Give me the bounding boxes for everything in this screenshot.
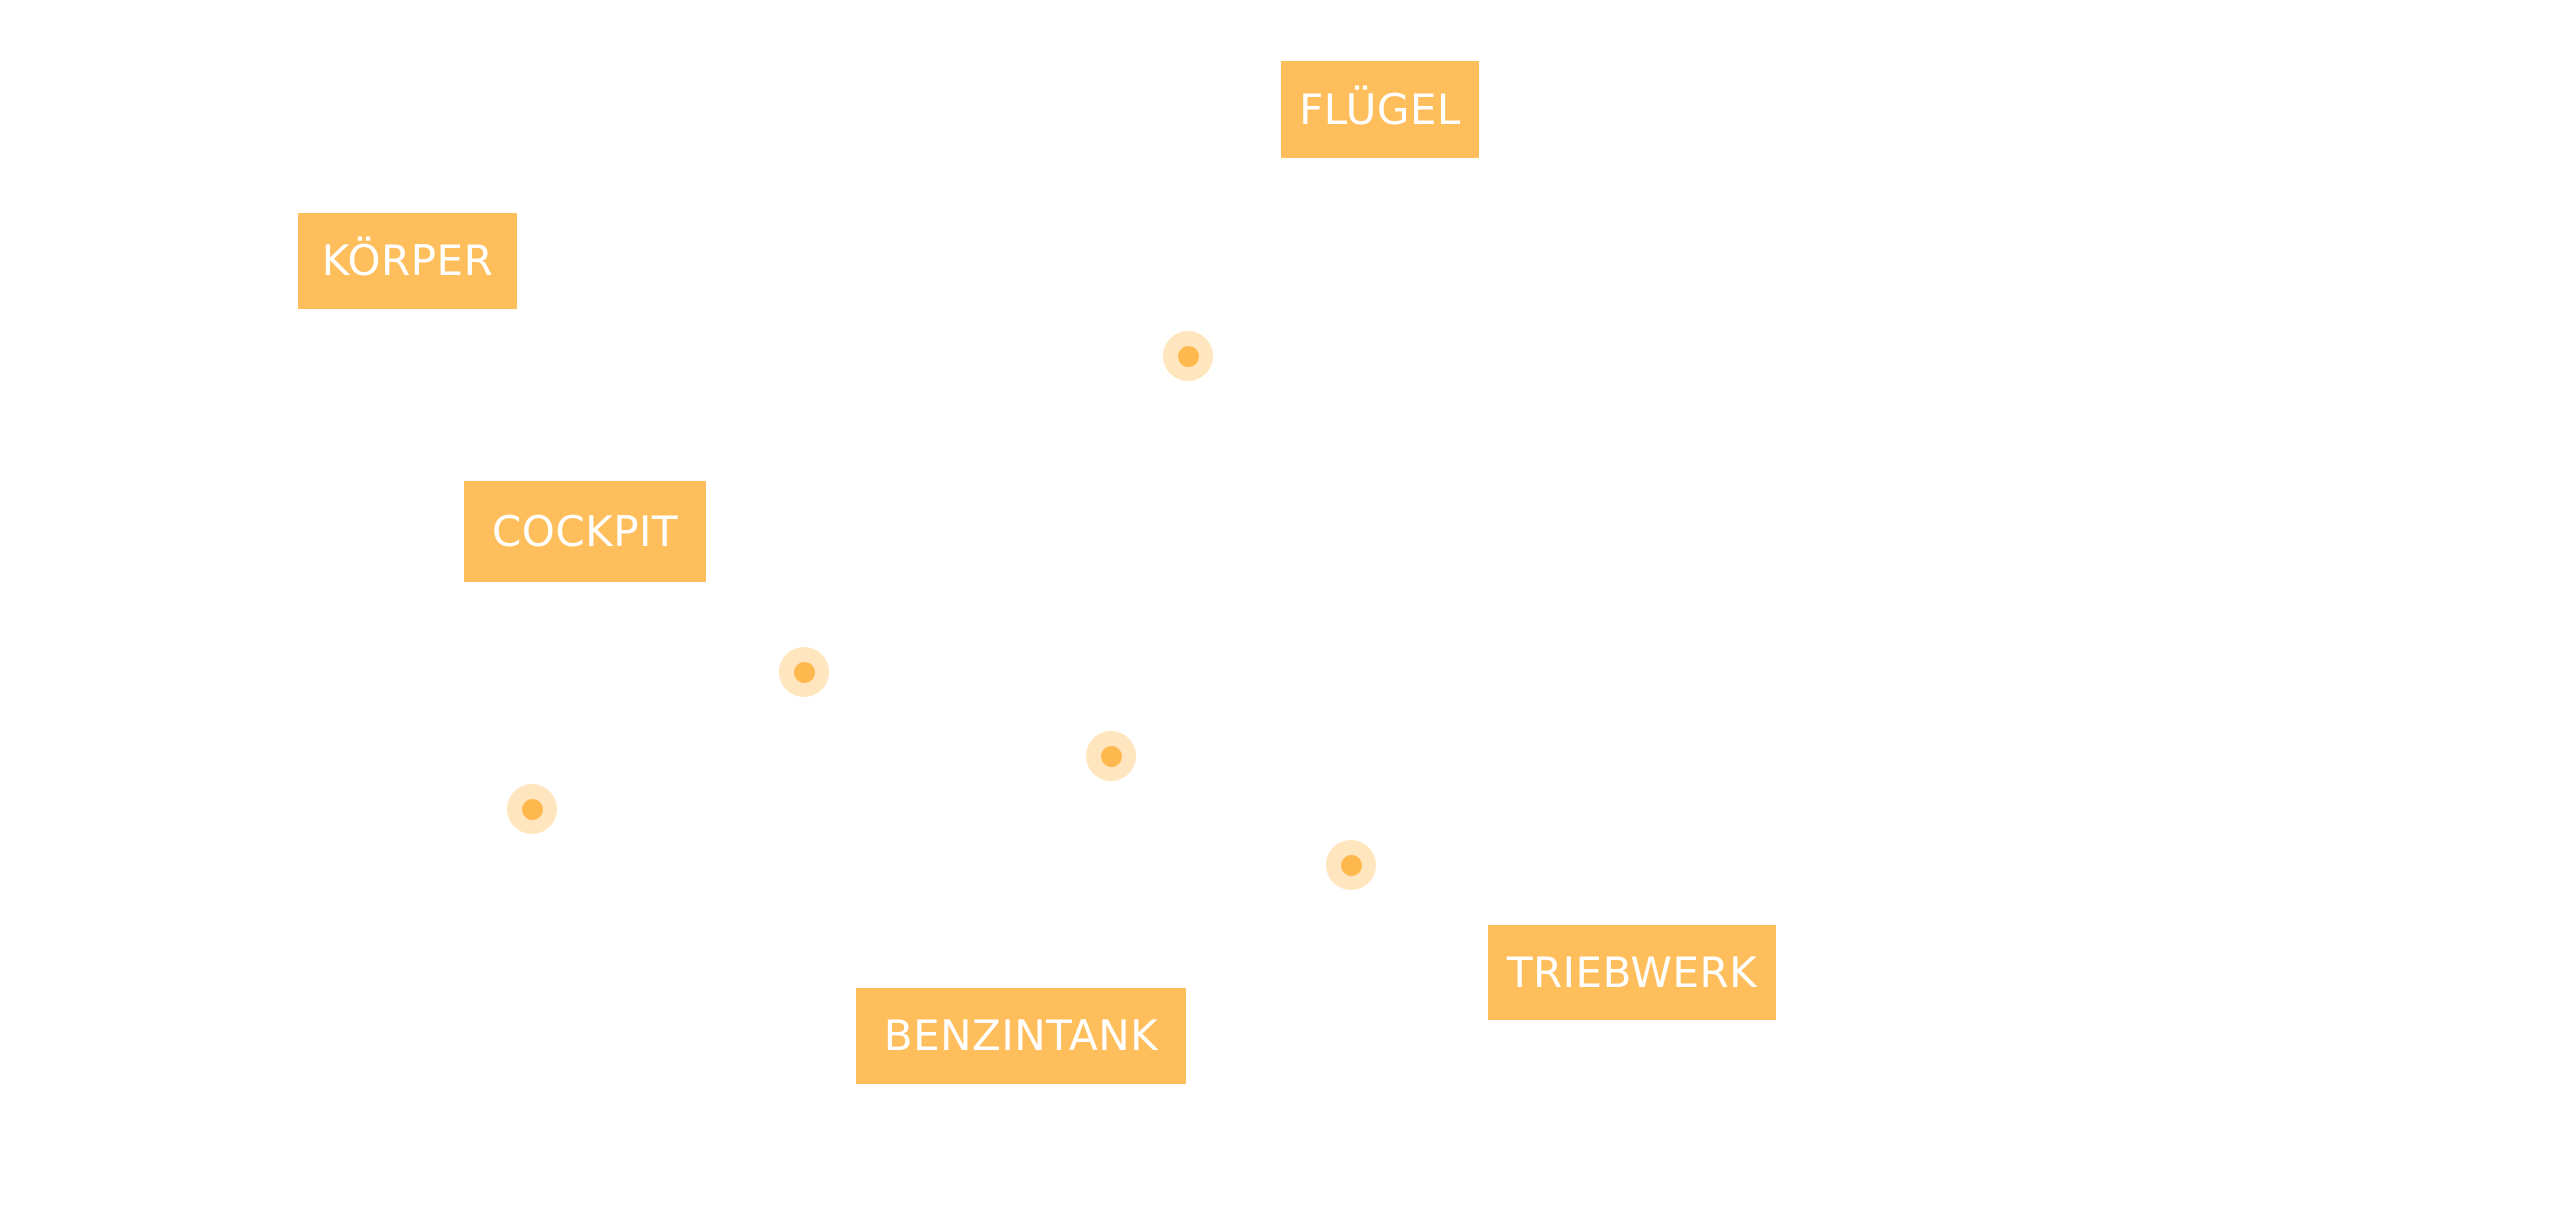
draggable-label-triebwerk[interactable]: TRIEBWERK [1488,925,1776,1020]
drop-target-hotspot[interactable] [1086,731,1136,781]
label-text-koerper: KÖRPER [321,236,494,285]
draggable-label-fluegel[interactable]: FLÜGEL [1281,61,1479,158]
drop-target-hotspot[interactable] [1326,840,1376,890]
hotspot-dot-icon [1340,854,1362,876]
hotspot-dot-icon [793,661,815,683]
drop-target-hotspot[interactable] [779,647,829,697]
drop-target-hotspot[interactable] [507,784,557,834]
label-text-benzintank: BENZINTANK [883,1011,1159,1060]
draggable-label-benzintank[interactable]: BENZINTANK [856,988,1186,1084]
drop-target-hotspot[interactable] [1163,331,1213,381]
label-text-triebwerk: TRIEBWERK [1506,947,1758,997]
hotspot-dot-icon [1100,745,1122,767]
hotspot-dot-icon [1177,345,1199,367]
hotspot-dot-icon [521,798,543,820]
label-text-cockpit: COCKPIT [491,506,679,556]
label-text-fluegel: FLÜGEL [1299,84,1461,134]
draggable-label-koerper[interactable]: KÖRPER [298,213,517,309]
draggable-label-cockpit[interactable]: COCKPIT [464,481,706,582]
